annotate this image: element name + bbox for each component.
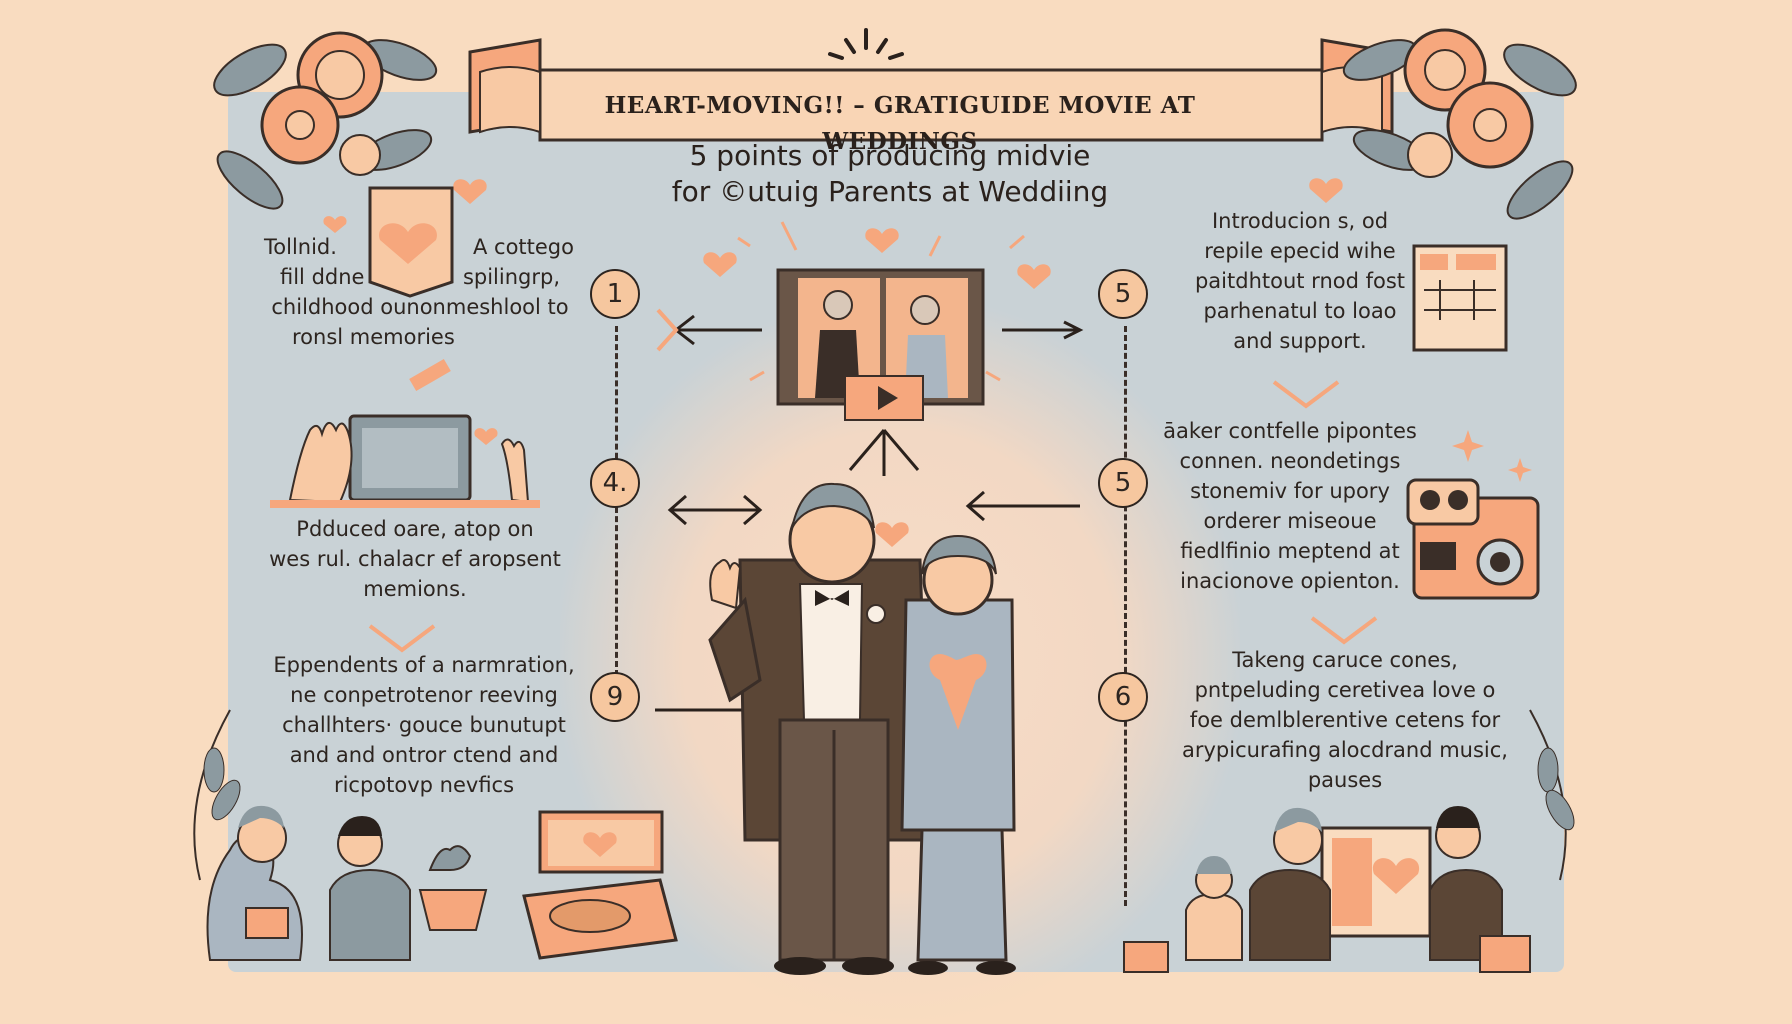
- spark-lines: [737, 221, 1025, 382]
- step-1-line-4: ronsl memories: [292, 325, 455, 349]
- step-5-mid-line-3: stonemiv for upory: [1190, 479, 1390, 503]
- family-left-illustration: [193, 709, 488, 961]
- step-1-line-2: fill ddne: [280, 265, 365, 289]
- step-5-top-line-4: parhenatul to loao: [1203, 299, 1397, 323]
- step-number-5-mid: 5: [1098, 458, 1148, 508]
- step-5-top-text: Introducion s, od repile epecid wihe pai…: [1180, 206, 1420, 356]
- sparkle-icon: [828, 28, 904, 60]
- step-5-mid-line-1: āaker contfelle pipontes: [1163, 419, 1417, 443]
- step-1-text: Tollnid. A cottego fill ddne spilingrp, …: [240, 232, 600, 352]
- family-right-illustration: [1123, 709, 1575, 973]
- step-6-line-3: foe demlblerentive cetens for: [1189, 708, 1501, 732]
- couple-illustration: [708, 482, 1016, 975]
- step-6-text: Takeng caruce cones, pntpeluding ceretiv…: [1170, 645, 1520, 795]
- title-banner: [468, 38, 1394, 142]
- flower-corner-left-icon: [213, 31, 438, 210]
- flower-corner-right-icon: [1342, 28, 1577, 220]
- step-5-top-line-1: Introducion s, od: [1211, 209, 1389, 233]
- step-number-6: 6: [1098, 672, 1148, 722]
- heart-icon: [323, 178, 1343, 547]
- step-number-9: 9: [590, 672, 640, 722]
- step-9-text: Eppendents of a narmration, ne conpetrot…: [254, 650, 594, 800]
- timeline-right: [1124, 326, 1127, 906]
- page-subtitle: 5 points of producing midvie for ©utuig …: [580, 138, 1200, 210]
- subtitle-line-2: for ©utuig Parents at Weddiing: [671, 175, 1109, 208]
- step-9-line-5: ricpotovp nevfics: [333, 773, 515, 797]
- sparkle-star-icon: [1452, 430, 1532, 482]
- step-number-1: 1: [590, 269, 640, 319]
- step-5-top-line-2: repile epecid wihe: [1204, 239, 1396, 263]
- step-6-line-1: Takeng caruce cones,: [1232, 648, 1458, 672]
- step-5-mid-text: āaker contfelle pipontes connen. neondet…: [1160, 416, 1420, 596]
- step-4-line-3: memions.: [363, 577, 467, 601]
- schedule-card-icon: [1412, 244, 1508, 352]
- step-5-mid-line-5: fiedlfinio meptend at: [1180, 539, 1400, 563]
- step-1-line-1: Tollnid.: [264, 235, 337, 259]
- step-9-line-4: and and ontror ctend and: [289, 743, 559, 767]
- step-5-top-line-3: paitdhtout rnod fost: [1194, 269, 1406, 293]
- heart-card-icon: [368, 186, 454, 298]
- step-6-line-4: arypicurafing alocdrand music,: [1181, 738, 1508, 762]
- step-9-line-2: ne conpetrotenor reeving: [290, 683, 558, 707]
- step-4-text: Pdduced oare, atop on wes rul. chalacr e…: [240, 514, 590, 604]
- gift-box-icon: [522, 810, 678, 960]
- subtitle-line-1: 5 points of producing midvie: [689, 139, 1091, 172]
- step-5-mid-line-6: inacionove opienton.: [1180, 569, 1400, 593]
- step-number-5-top: 5: [1098, 269, 1148, 319]
- step-1-line-3: childhood ounonmeshlool to: [271, 295, 569, 319]
- step-9-line-1: Eppendents of a narmration,: [273, 653, 575, 677]
- step-5-top-line-5: and support.: [1233, 329, 1367, 353]
- step-1-extra-2: spilingrp,: [462, 265, 560, 289]
- chevron-down-icon: [368, 380, 1378, 653]
- step-6-line-2: pntpeluding ceretivea love o: [1194, 678, 1496, 702]
- step-4-line-2: wes rul. chalacr ef aropsent: [269, 547, 561, 571]
- step-5-mid-line-2: connen. neondetings: [1179, 449, 1401, 473]
- step-1-extra-1: A cottego: [472, 235, 574, 259]
- step-6-line-5: pauses: [1307, 768, 1383, 792]
- hands-screen-icon: [270, 358, 540, 508]
- step-5-mid-line-4: orderer miseoue: [1203, 509, 1377, 533]
- step-9-line-3: challhters· gouce bunutupt: [282, 713, 566, 737]
- film-strip-icon: [776, 268, 985, 421]
- step-4-line-1: Pdduced oare, atop on: [296, 517, 534, 541]
- camera-icon: [1406, 478, 1540, 600]
- step-number-4: 4.: [590, 458, 640, 508]
- page-title: HEART-MOVING!! – GRATIGUIDE MOVIE AT WED…: [604, 92, 1196, 155]
